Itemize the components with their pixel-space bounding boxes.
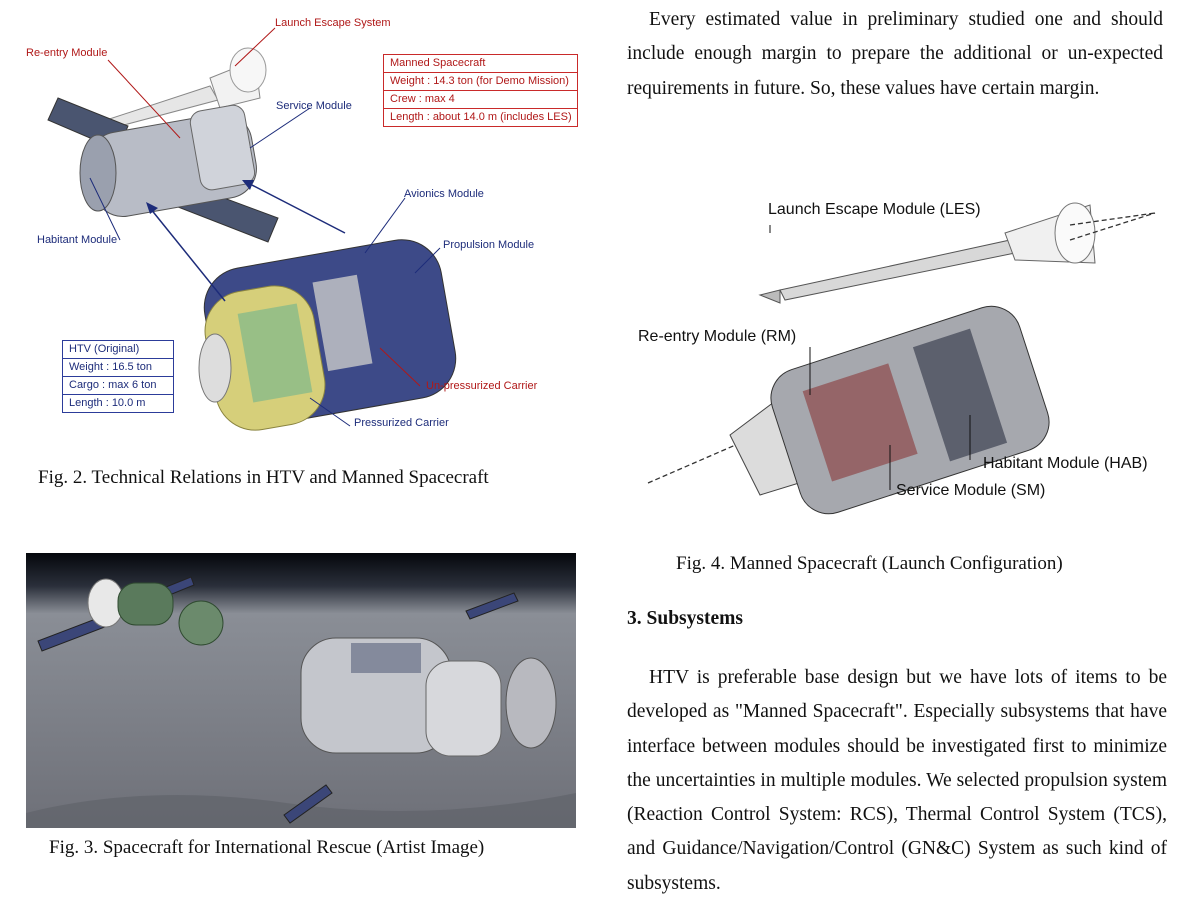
figure-3-illustration	[26, 553, 576, 828]
figure-4-caption: Fig. 4. Manned Spacecraft (Launch Config…	[676, 553, 1063, 574]
label-pressurized-carrier: Pressurized Carrier	[354, 417, 449, 429]
figure-3-caption: Fig. 3. Spacecraft for International Res…	[49, 837, 485, 858]
spec-row: Weight : 16.5 ton	[63, 359, 173, 377]
spec-row: Crew : max 4	[384, 91, 577, 109]
label-sm: Service Module (SM)	[896, 482, 1046, 499]
spec-row: HTV (Original)	[63, 341, 173, 359]
label-launch-escape-system: Launch Escape System	[275, 17, 391, 29]
label-reentry-module: Re-entry Module	[26, 47, 108, 59]
figure-2-illustration	[47, 27, 457, 431]
figure-2: Launch Escape System Re-entry Module Ser…	[20, 8, 590, 453]
label-avionics-module: Avionics Module	[404, 188, 484, 200]
label-unpressurized-carrier: Un-pressurized Carrier	[426, 380, 538, 392]
label-habitant-module: Habitant Module	[37, 234, 118, 246]
spec-row: Cargo : max 6 ton	[63, 377, 173, 395]
manned-spacecraft-spec-table: Manned Spacecraft Weight : 14.3 ton (for…	[383, 54, 578, 127]
section-heading: 3. Subsystems	[627, 608, 743, 629]
spacecraft-drawing	[729, 305, 1050, 515]
label-service-module: Service Module	[276, 100, 352, 112]
htv-spec-table: HTV (Original) Weight : 16.5 ton Cargo :…	[62, 340, 174, 413]
paragraph-text: HTV is preferable base design but we hav…	[627, 667, 1167, 894]
manned-spacecraft-drawing	[283, 592, 557, 824]
htv-drawing	[198, 239, 457, 431]
label-hab: Habitant Module (HAB)	[983, 455, 1148, 472]
paragraph-subsystems: HTV is preferable base design but we hav…	[627, 661, 1167, 901]
figure-3	[26, 553, 576, 828]
les-drawing	[758, 202, 1096, 304]
label-propulsion-module: Propulsion Module	[443, 239, 535, 251]
spec-row: Weight : 14.3 ton (for Demo Mission)	[384, 73, 577, 91]
figure-4-illustration	[647, 202, 1156, 515]
manned-spacecraft-drawing	[47, 97, 279, 243]
spec-row: Length : 10.0 m	[69, 397, 146, 409]
figure-2-caption: Fig. 2. Technical Relations in HTV and M…	[38, 467, 489, 488]
spec-row: Manned Spacecraft	[384, 55, 577, 73]
paragraph-text: Every estimated value in preliminary stu…	[627, 9, 1163, 99]
soyuz-drawing	[37, 576, 224, 652]
label-rm: Re-entry Module (RM)	[638, 328, 797, 345]
figure-4: Launch Escape Module (LES) Re-entry Modu…	[630, 185, 1180, 515]
spec-row: Length : about 14.0 m (includes LES)	[390, 111, 572, 123]
label-les: Launch Escape Module (LES)	[768, 201, 981, 218]
paragraph-margin: Every estimated value in preliminary stu…	[627, 3, 1163, 106]
